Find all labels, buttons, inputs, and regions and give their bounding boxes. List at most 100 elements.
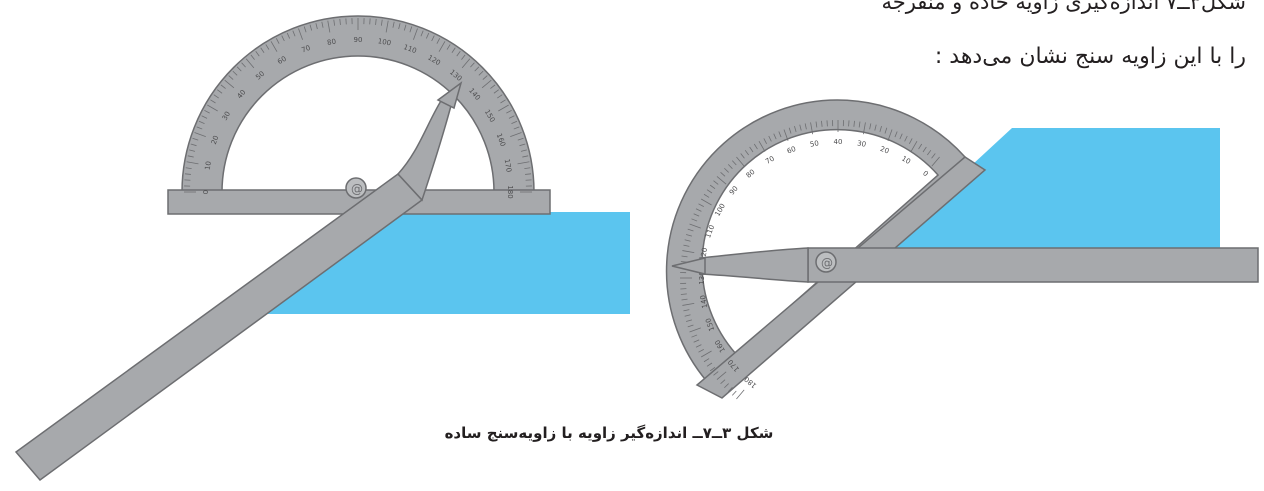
left-protractor-tick	[220, 84, 226, 89]
right-protractor-label: 0	[921, 169, 930, 178]
left-protractor-label: 80	[327, 38, 337, 47]
right-protractor-tick	[736, 389, 745, 400]
right-protractor-tick	[686, 319, 692, 322]
left-protractor-label: 70	[300, 44, 311, 55]
right-protractor-ticks	[680, 120, 940, 400]
figure-reference-text: شکل۳ــ۷ اندازه‌گیری زاویه حاده و منفرجه	[881, 0, 1246, 14]
right-protractor-tick	[709, 367, 716, 372]
left-protractor-tick	[198, 120, 205, 125]
right-protractor-tick	[927, 149, 932, 156]
left-protractor-label: 90	[354, 36, 363, 44]
left-protractor-tick	[185, 167, 192, 170]
right-protractor-tick	[713, 180, 719, 185]
left-protractor-tick	[207, 104, 218, 112]
right-protractor-tick	[918, 143, 923, 150]
left-protractor-tick	[478, 70, 484, 76]
left-protractor-tick	[385, 20, 389, 33]
left-protractor-tick	[210, 99, 216, 104]
left-protractor-tick	[241, 62, 246, 68]
right-protractor-tick	[922, 146, 927, 153]
right-protractor-tick	[693, 339, 700, 343]
right-protractor-label: 140	[699, 294, 709, 309]
right-protractor-tick	[736, 156, 745, 167]
left-protractor-tick	[216, 89, 223, 94]
left-protractor-tick	[270, 41, 278, 52]
left-ruler-blade: @	[14, 81, 463, 482]
left-protractor-tick	[403, 24, 407, 31]
left-protractor-tick	[493, 89, 500, 94]
right-protractor-label: 40	[834, 138, 843, 146]
left-protractor-tick	[281, 35, 285, 42]
left-protractor-tick	[275, 38, 280, 44]
left-protractor-tick	[228, 75, 234, 80]
right-protractor-tick	[740, 153, 745, 159]
figure-caption: شکل ۳ــ۷ــ اندازه‌گیر زاویه با زاویه‌سنج…	[444, 424, 774, 442]
left-protractor-label: 100	[377, 37, 392, 47]
left-protractor-tick	[524, 167, 531, 170]
left-protractor-label: 30	[221, 110, 232, 122]
right-protractor-label: 80	[745, 168, 757, 180]
left-protractor-tick	[194, 132, 206, 137]
right-protractor-label: 90	[728, 185, 740, 197]
left-protractor-tick	[438, 41, 446, 52]
right-protractor-tick	[904, 135, 908, 142]
right-protractor-tick	[700, 350, 712, 358]
right-protractor-tick	[683, 244, 690, 247]
right-protractor-label: 70	[764, 155, 776, 166]
right-protractor-label: 130	[698, 271, 706, 284]
right-protractor-label: 30	[857, 139, 867, 148]
right-protractor-tick	[698, 203, 704, 207]
right-protractor-tick	[703, 358, 710, 363]
left-protractor-tick	[292, 30, 296, 37]
left-protractor-tick	[446, 44, 451, 50]
left-protractor-tick	[236, 66, 242, 72]
right-protractor-tick	[899, 133, 903, 140]
left-protractor-tick	[519, 143, 526, 147]
left-protractor-tick	[224, 79, 235, 89]
right-protractor-tick	[887, 129, 893, 141]
right-protractor-tick	[794, 126, 797, 132]
left-protractor-tick	[255, 50, 260, 57]
left-protractor-label: 50	[254, 70, 266, 82]
right-protractor-tick	[810, 122, 814, 135]
right-protractor-tick	[703, 193, 710, 198]
left-protractor-tick	[315, 23, 318, 30]
right-protractor-tick	[804, 123, 807, 130]
left-protractor-tick	[286, 32, 291, 39]
left-protractor-tick	[511, 120, 518, 125]
right-protractor-tick	[680, 293, 687, 295]
left-protractor-label: 180	[506, 185, 514, 198]
right-protractor-tick	[720, 379, 726, 385]
right-protractor-tick	[727, 387, 733, 392]
left-protractor-tick	[451, 47, 456, 53]
left-protractor-tick	[192, 137, 199, 141]
left-protractor-tick	[481, 79, 492, 89]
right-protractor-tick	[681, 298, 688, 301]
right-protractor-tick	[910, 140, 918, 152]
left-protractor-label: 10	[204, 161, 213, 171]
right-protractor-tick	[687, 324, 694, 328]
right-protractor-tick	[683, 309, 690, 312]
left-protractor-tick	[380, 19, 383, 26]
right-protractor-tick	[682, 302, 695, 306]
right-protractor-tick	[909, 138, 913, 144]
left-protractor-tick	[522, 155, 529, 158]
right-protractor-tick	[931, 156, 940, 167]
left-protractor-tick	[456, 50, 461, 57]
left-protractor-tick	[420, 30, 424, 37]
right-protractor-tick	[884, 127, 888, 134]
left-protractor-tick	[461, 54, 466, 60]
left-protractor-tick	[506, 109, 512, 114]
right-protractor-tick	[706, 362, 713, 367]
right-protractor-tick	[874, 124, 877, 131]
right-protractor-tick	[773, 133, 777, 140]
right-protractor-tick	[681, 255, 688, 258]
left-protractor-tick	[498, 104, 509, 112]
right-protractor-label: 60	[786, 145, 797, 156]
right-protractor-tick	[698, 349, 704, 353]
left-protractor-tick	[333, 19, 336, 26]
left-protractor-tick	[490, 84, 496, 89]
left-protractor-tick	[520, 149, 527, 152]
left-protractor-tick	[265, 44, 270, 50]
